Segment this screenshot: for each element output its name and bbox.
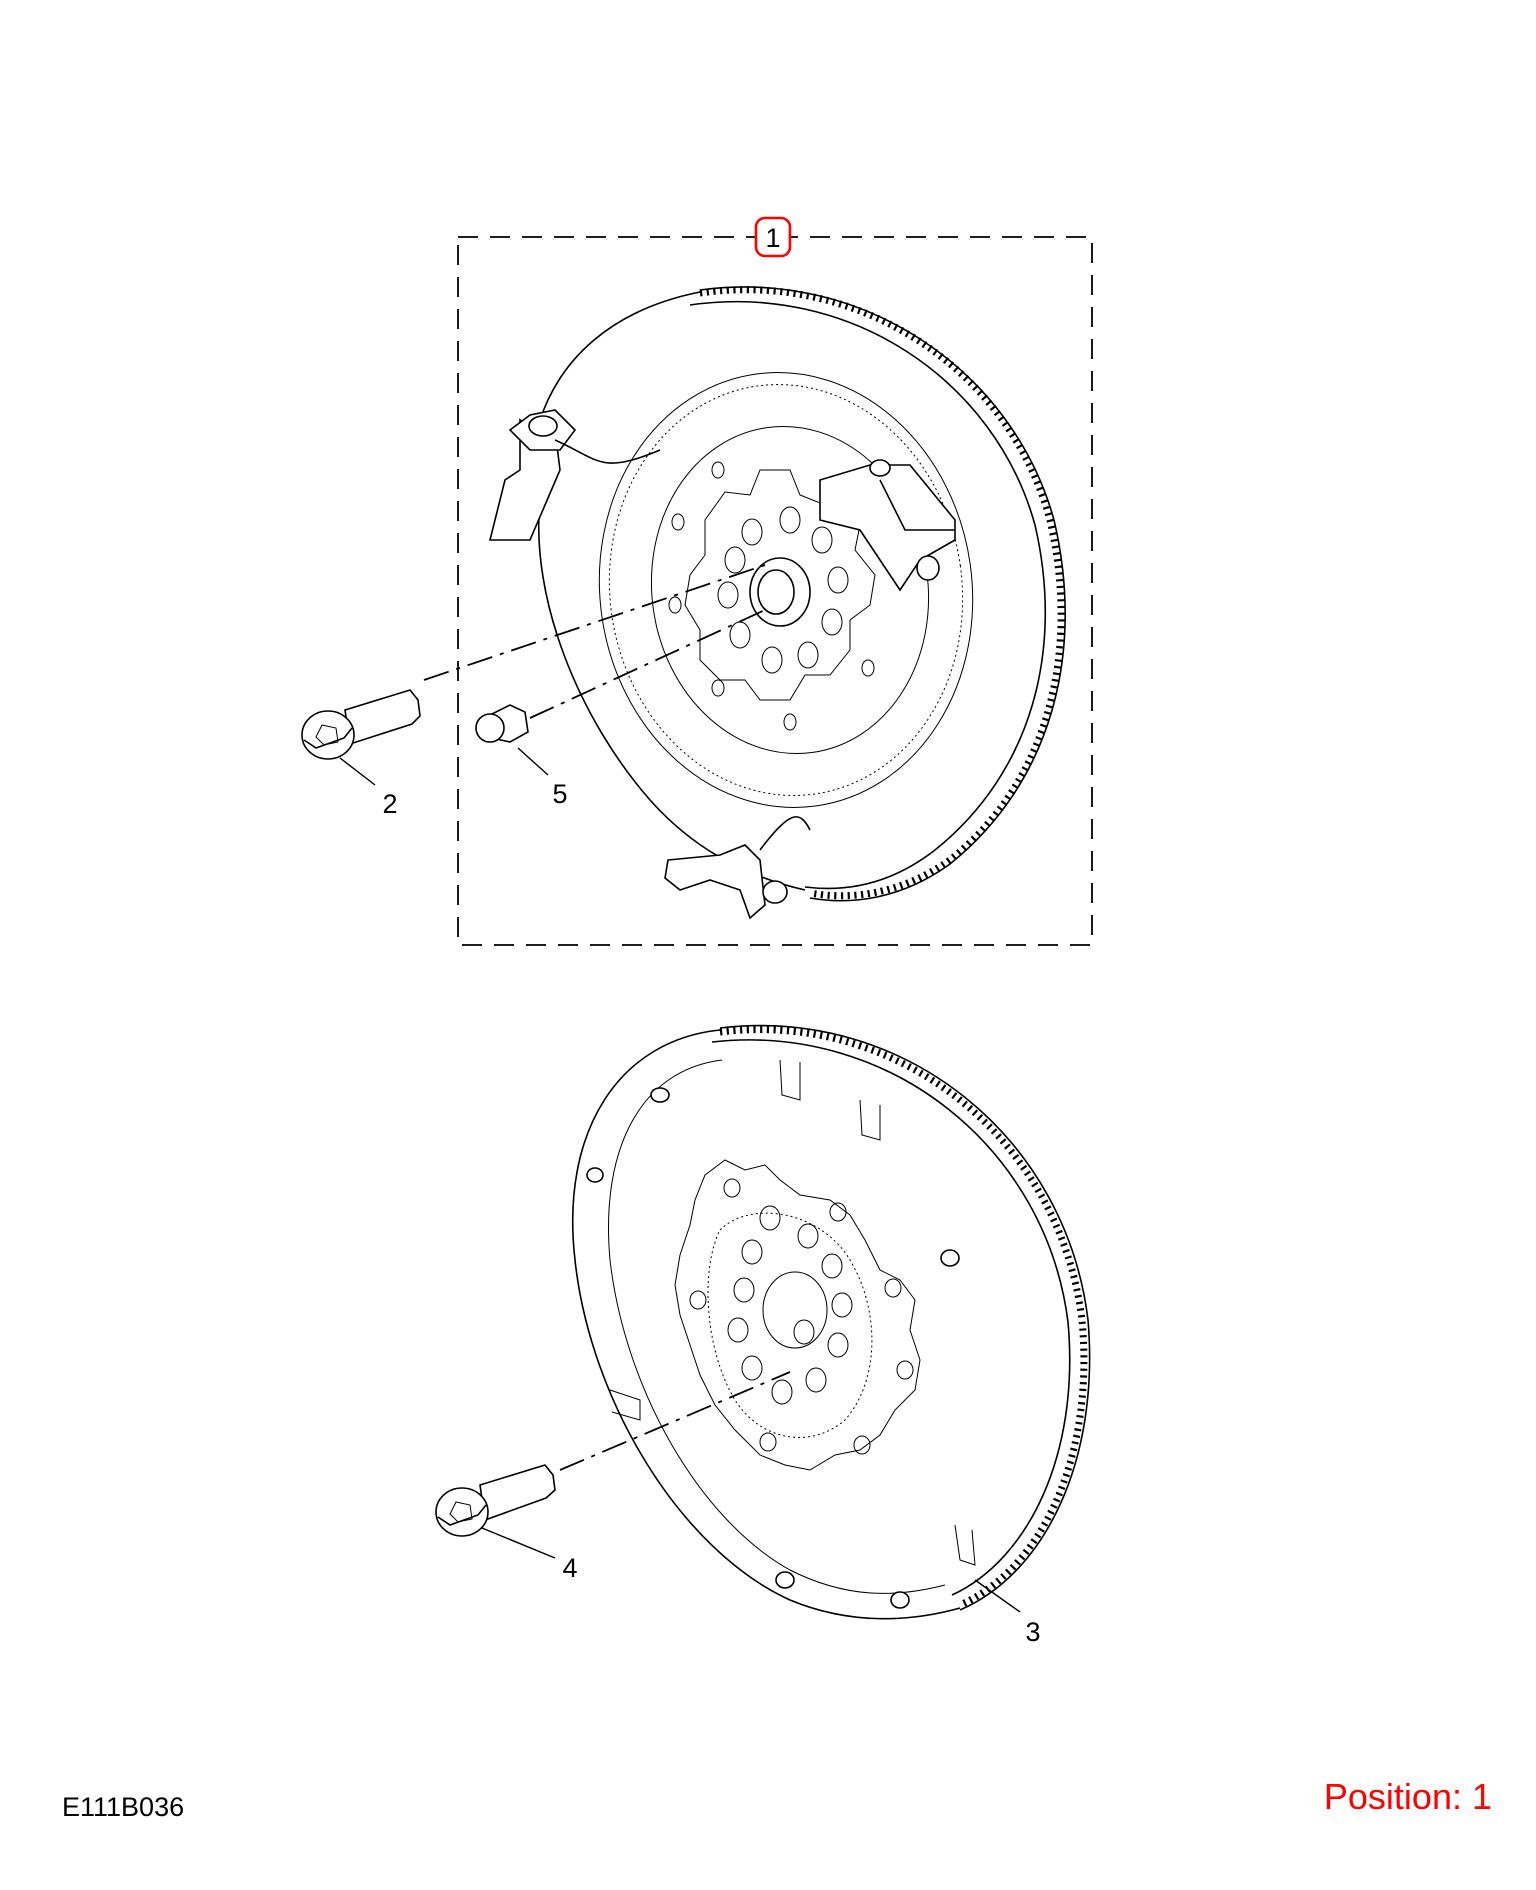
flywheel-bolt-part-2 <box>301 689 421 760</box>
callout-1: 1 <box>754 216 792 258</box>
dual-mass-flywheel <box>488 286 1066 920</box>
callout-3: 3 <box>974 1579 1041 1647</box>
hub-bolt-holes <box>727 1205 853 1405</box>
callout-highlight <box>754 216 792 258</box>
svg-text:2: 2 <box>382 789 397 819</box>
position-indicator: Position: 1 <box>1323 1776 1492 1817</box>
pilot-bush-part-5 <box>475 704 529 743</box>
svg-text:5: 5 <box>552 779 567 809</box>
callout-2: 2 <box>339 757 398 819</box>
svg-text:3: 3 <box>1025 1617 1040 1647</box>
flywheel-part-3 <box>571 1024 1091 1620</box>
drawing-code: E111B036 <box>62 1792 185 1822</box>
flywheel-bolt-part-4 <box>435 1464 556 1537</box>
svg-text:1: 1 <box>765 223 780 253</box>
bolt-holes <box>717 506 849 674</box>
svg-text:4: 4 <box>562 1553 577 1583</box>
locking-tool-bracket-bottom <box>664 844 766 920</box>
callout-5: 5 <box>517 747 568 809</box>
assembly-dashed-frame <box>457 236 1093 946</box>
callout-4: 4 <box>481 1527 578 1583</box>
assembly-group-1: 1 2 5 <box>301 216 1093 946</box>
